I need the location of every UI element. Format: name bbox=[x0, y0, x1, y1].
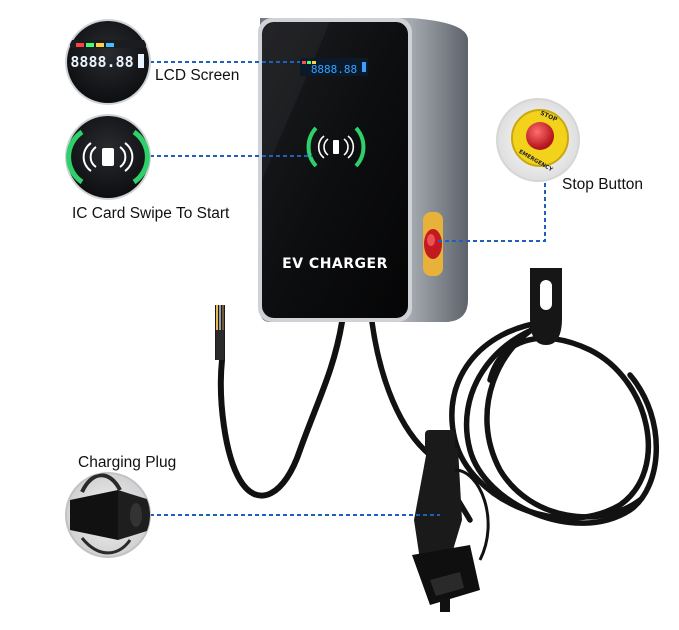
charging-plug bbox=[412, 430, 490, 612]
charging-plug-label: Charging Plug bbox=[78, 454, 177, 471]
stop-knob-icon bbox=[526, 122, 554, 150]
lcd-zoom-readout: 8888.88 bbox=[70, 53, 133, 71]
plug-zoom-circle bbox=[65, 472, 151, 558]
brand-label: EV CHARGER bbox=[282, 256, 388, 272]
cable-hook bbox=[530, 268, 562, 345]
nfc-card-icon bbox=[82, 142, 134, 172]
nfc-zoom-circle bbox=[65, 114, 151, 200]
callout-lines bbox=[150, 61, 546, 516]
unit-stop-button bbox=[423, 212, 443, 276]
charging-cable-coil bbox=[369, 319, 660, 526]
stop-zoom-circle: STOP EMERGENCY bbox=[496, 98, 580, 182]
power-cable-wires bbox=[215, 305, 225, 360]
stop-button-label: Stop Button bbox=[562, 176, 644, 193]
charger-unit: 8888.88 EV CHARGER bbox=[258, 18, 468, 322]
power-cable bbox=[217, 319, 345, 499]
lcd-screen-label: LCD Screen bbox=[155, 67, 240, 84]
callout-line-stop bbox=[438, 182, 546, 242]
unit-lcd: 8888.88 bbox=[300, 58, 368, 76]
unit-nfc-reader bbox=[306, 126, 366, 168]
ic-card-label: IC Card Swipe To Start bbox=[72, 205, 230, 222]
unit-nfc-icon bbox=[317, 135, 355, 159]
lcd-zoom-circle: 8888.88 bbox=[65, 19, 151, 105]
unit-lcd-readout: 8888.88 bbox=[311, 63, 357, 76]
